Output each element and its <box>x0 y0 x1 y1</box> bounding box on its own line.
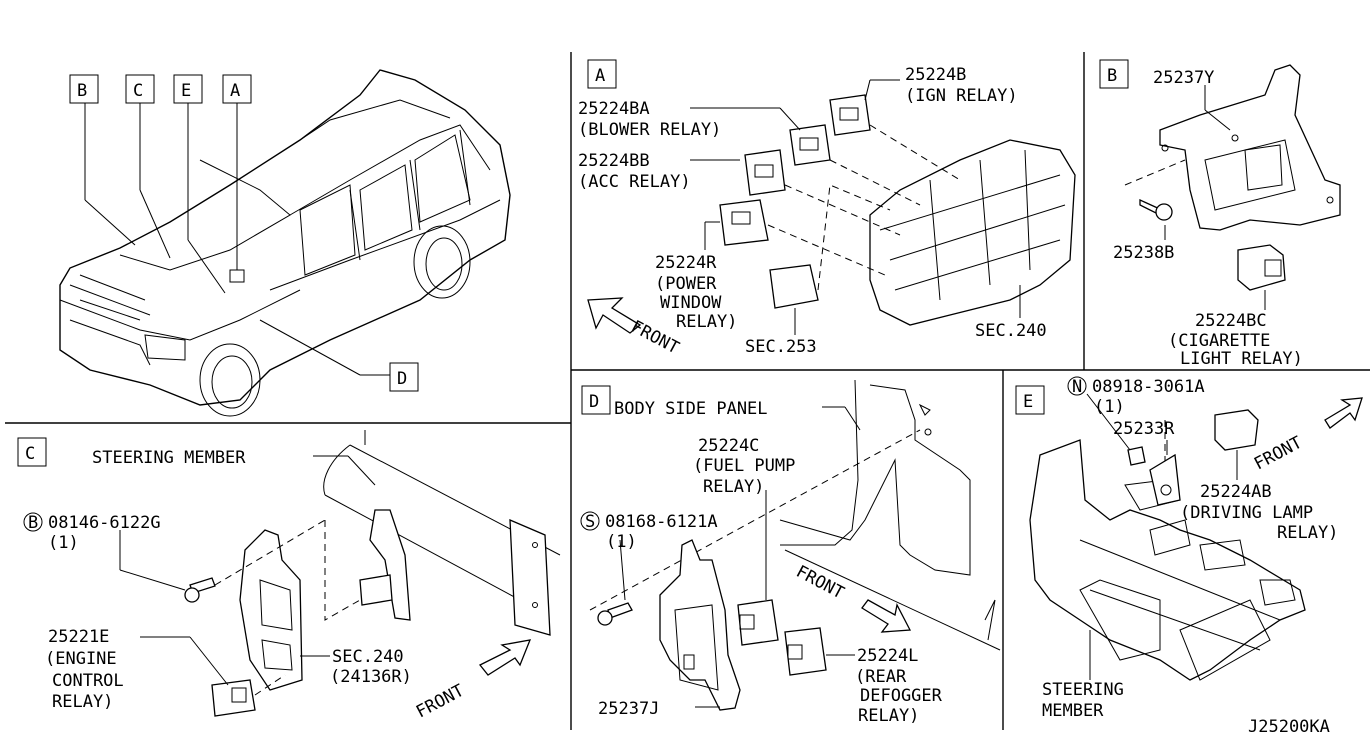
bracket-25237j-label: 25237J <box>598 699 659 719</box>
cigarette-relay-line2: LIGHT RELAY) <box>1180 349 1303 369</box>
fuel-pump-relay-line2: RELAY) <box>703 477 764 497</box>
fuel-pump-relay-line1: (FUEL PUMP <box>693 456 795 476</box>
vehicle-overview: B C E A D <box>59 69 511 417</box>
panel-c: C STEERING MEMBER B 08146-6122G (1) <box>17 430 561 723</box>
callout-a: A <box>230 81 240 101</box>
engine-control-relay-line2: CONTROL <box>52 671 124 691</box>
sec-240-ref: SEC.240 <box>975 321 1047 341</box>
steering-member-e-line2: MEMBER <box>1042 701 1104 721</box>
driving-lamp-relay-number: 25224AB <box>1200 482 1272 502</box>
panel-a: A 25224B (IGN RELAY) 25224BA (BL <box>578 59 1076 359</box>
blower-relay-name: (BLOWER RELAY) <box>578 120 721 140</box>
blower-relay-number: 25224BA <box>578 99 650 119</box>
body-side-panel-label: BODY SIDE PANEL <box>614 399 768 419</box>
front-label-e: FRONT <box>1251 433 1306 475</box>
bolt-08146-6122g-label: 08146-6122G <box>48 513 161 533</box>
front-arrow-icon-e <box>1324 397 1363 429</box>
power-window-relay-line2: WINDOW <box>660 293 722 313</box>
panel-dividers <box>5 52 1370 730</box>
sec-240-ref-c: SEC.240 <box>332 647 404 667</box>
front-label-d: FRONT <box>793 562 848 604</box>
nut-mark-n: N <box>1072 377 1082 397</box>
ign-relay-number: 25224B <box>905 65 966 85</box>
screw-qty: (1) <box>606 532 637 552</box>
panel-e-letter: E <box>1023 392 1033 412</box>
sec-253-ref: SEC.253 <box>745 337 817 357</box>
panel-d: D BODY SIDE PANEL 25224C (FUEL PUMP RELA… <box>580 379 1001 726</box>
steering-member-label: STEERING MEMBER <box>92 448 246 468</box>
driving-lamp-relay-line1: (DRIVING LAMP <box>1180 503 1313 523</box>
panel-a-letter: A <box>595 66 605 86</box>
panel-b-letter: B <box>1107 66 1117 86</box>
power-window-relay-line1: (POWER <box>655 274 717 294</box>
bolt-qty: (1) <box>48 533 79 553</box>
front-arrow-icon-d <box>861 599 912 633</box>
driving-lamp-relay-line2: RELAY) <box>1277 523 1338 543</box>
front-label: FRONT <box>628 317 683 359</box>
bracket-25233r-label: 25233R <box>1113 419 1175 439</box>
panel-e: E N 08918-3061A (1) 25233R FRONT 25224AB… <box>1015 376 1363 721</box>
acc-relay-name: (ACC RELAY) <box>578 172 691 192</box>
rear-defogger-relay-line1: (REAR <box>855 667 907 687</box>
diagram-id: J25200KA <box>1248 717 1330 736</box>
callout-e: E <box>181 81 191 101</box>
screw-mark-s: S <box>585 512 595 532</box>
panel-b: B 25237Y 25238B 25224BC (CIGARETTE LIGHT… <box>1099 59 1341 369</box>
engine-control-relay-number: 25221E <box>48 627 109 647</box>
callout-c: C <box>133 81 143 101</box>
sec-240-sub-ref: (24136R) <box>330 667 412 687</box>
nut-08918-3061a-label: 08918-3061A <box>1092 377 1205 397</box>
rear-defogger-relay-line2: DEFOGGER <box>860 686 943 706</box>
nut-qty: (1) <box>1094 397 1125 417</box>
panel-c-letter: C <box>25 444 35 464</box>
front-arrow-icon-c <box>478 639 532 676</box>
acc-relay-number: 25224BB <box>578 151 650 171</box>
bolt-mark-b: B <box>28 513 38 533</box>
front-label-c: FRONT <box>413 681 468 723</box>
cigarette-relay-number: 25224BC <box>1195 311 1267 331</box>
steering-member-e-line1: STEERING <box>1042 680 1124 700</box>
callout-d: D <box>397 369 407 389</box>
panel-d-letter: D <box>589 392 599 412</box>
fuel-pump-relay-number: 25224C <box>698 436 759 456</box>
screw-08168-6121a-label: 08168-6121A <box>605 512 718 532</box>
callout-b: B <box>77 81 87 101</box>
engine-control-relay-line3: RELAY) <box>52 692 113 712</box>
cigarette-relay-line1: (CIGARETTE <box>1168 331 1270 351</box>
bracket-25237y-label: 25237Y <box>1153 68 1214 88</box>
power-window-relay-number: 25224R <box>655 253 717 273</box>
ign-relay-name: (IGN RELAY) <box>905 86 1018 106</box>
rear-defogger-relay-line3: RELAY) <box>858 706 919 726</box>
screw-25238b-label: 25238B <box>1113 243 1174 263</box>
rear-defogger-relay-number: 25224L <box>857 646 918 666</box>
front-arrow-icon <box>587 297 642 334</box>
engine-control-relay-line1: (ENGINE <box>45 649 117 669</box>
power-window-relay-line3: RELAY) <box>676 312 737 332</box>
